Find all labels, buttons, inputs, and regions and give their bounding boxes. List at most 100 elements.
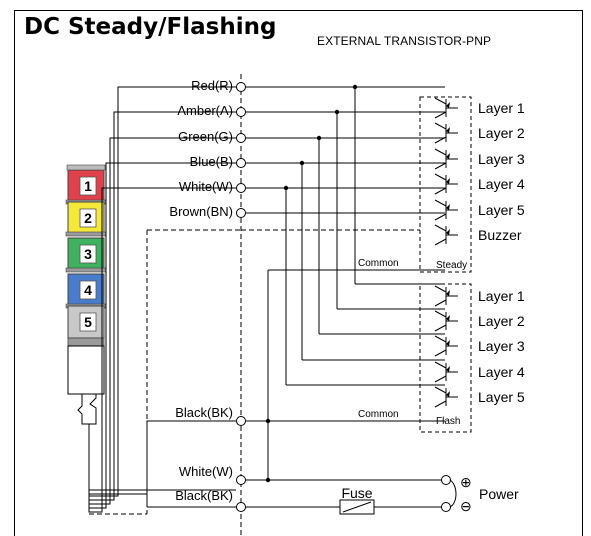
- terminal: [236, 107, 246, 117]
- terminal: [236, 475, 246, 485]
- tower-base-body: [67, 345, 105, 395]
- segment-label-box: [79, 176, 97, 196]
- junction-dot: [299, 160, 305, 166]
- steady-layer-label: Layer 3: [478, 151, 525, 167]
- terminal: [236, 82, 246, 92]
- junction-dot: [352, 84, 358, 90]
- flash-layer-label: Layer 3: [478, 338, 525, 354]
- flash-layer-label: Layer 5: [478, 389, 525, 405]
- segment-label-box: [79, 312, 97, 332]
- tower-wire: [88, 86, 236, 497]
- transistor-arrow: [446, 127, 450, 133]
- wire-label: Blue(B): [190, 154, 233, 169]
- junction-dot: [334, 109, 340, 115]
- tower-cable-gland: [77, 393, 97, 425]
- transistor-arrow: [446, 290, 450, 296]
- flash-box: [419, 283, 472, 433]
- power-terminal-minus: [441, 502, 451, 512]
- power-label: Power: [479, 486, 519, 502]
- segment-label-box: [79, 244, 97, 264]
- transistor-collector: [434, 335, 447, 343]
- steady-box: [419, 96, 472, 273]
- diagram-frame: [14, 10, 583, 536]
- transistor-arrow: [446, 102, 450, 108]
- transistor-arrow: [446, 153, 450, 159]
- steady-layer-label: Layer 5: [478, 202, 525, 218]
- transistor-collector: [434, 173, 447, 181]
- transistor-collector: [434, 310, 447, 318]
- transistor-collector: [434, 122, 447, 130]
- transistor-emitter: [434, 299, 447, 307]
- transistor-collector: [434, 199, 447, 207]
- wire-label: Red(R): [191, 78, 233, 93]
- transistor-emitter: [434, 162, 447, 170]
- segment-label-box: [79, 280, 97, 300]
- wire-label: Brown(BN): [169, 204, 233, 219]
- transistor-collector: [434, 148, 447, 156]
- segment-divider: [65, 231, 107, 237]
- transistor-emitter: [434, 400, 447, 408]
- transistor-arrow: [446, 229, 450, 235]
- transistor-arrow: [446, 204, 450, 210]
- transistor-collector: [434, 224, 447, 232]
- transistor-emitter: [434, 375, 447, 383]
- transistor-emitter: [434, 187, 447, 195]
- tower-base-ring: [67, 337, 105, 347]
- flash-layer-label: Layer 1: [478, 288, 525, 304]
- transistor-arrow: [446, 391, 450, 397]
- flash-layer-label: Layer 2: [478, 313, 525, 329]
- transistor-arrow: [446, 366, 450, 372]
- segment-number: 4: [84, 282, 92, 298]
- wire-label: Black(BK): [175, 488, 233, 503]
- power-switch-arc: [449, 479, 457, 508]
- flash-layer-label: Layer 4: [478, 364, 525, 380]
- junction-dot: [283, 185, 289, 191]
- wire-label: Amber(A): [177, 103, 233, 118]
- terminals: [236, 82, 457, 512]
- wire-label: Black(BK): [175, 405, 233, 420]
- diagram-title: DC Steady/Flashing: [24, 14, 277, 40]
- tower-wire: [88, 111, 236, 501]
- steady-layer-label: Layer 1: [478, 100, 525, 116]
- power-terminal-plus: [441, 475, 451, 485]
- transistor-emitter: [434, 324, 447, 332]
- steady-common-label: Common: [358, 258, 399, 269]
- wire-label: White(W): [179, 464, 233, 479]
- diagram-labels: Red(R)Amber(A)Green(G)Blue(B)White(W)Bro…: [169, 78, 524, 514]
- transistor-symbols: [434, 97, 458, 408]
- fuse-element: [342, 501, 372, 513]
- power-minus-symbol: ⊖: [460, 498, 472, 514]
- dashed-guides: [89, 74, 420, 536]
- power-plus-symbol: ⊕: [460, 474, 472, 490]
- flash-box-label: Flash: [436, 416, 460, 427]
- terminal: [236, 158, 246, 168]
- junction-dots: [265, 84, 358, 483]
- transistor-emitter: [434, 349, 447, 357]
- black-common-wire: [146, 420, 236, 494]
- tower-cap: [66, 164, 106, 171]
- flash-common-label: Common: [358, 409, 399, 420]
- segment-number: 5: [84, 314, 92, 330]
- transistor-boxes: [419, 96, 472, 433]
- segment-divider: [65, 267, 107, 273]
- transistor-collector: [434, 97, 447, 105]
- steady-layer-label: Layer 4: [478, 176, 525, 192]
- steady-layer-label: Layer 2: [478, 125, 525, 141]
- transistor-collector: [434, 386, 447, 394]
- transistor-emitter: [434, 111, 447, 119]
- segment-label-box: [79, 208, 97, 228]
- transistor-emitter: [434, 136, 447, 144]
- wire-lines: [88, 86, 445, 515]
- transistor-collector: [434, 361, 447, 369]
- transistor-arrow: [446, 340, 450, 346]
- steady-box-label: Steady: [436, 260, 467, 271]
- junction-dot: [316, 135, 322, 141]
- fuse-label: Fuse: [341, 485, 372, 501]
- segment-number: 1: [84, 178, 92, 194]
- transistor-arrow: [446, 178, 450, 184]
- terminal: [236, 416, 246, 426]
- terminal: [236, 183, 246, 193]
- transistor-emitter: [434, 213, 447, 221]
